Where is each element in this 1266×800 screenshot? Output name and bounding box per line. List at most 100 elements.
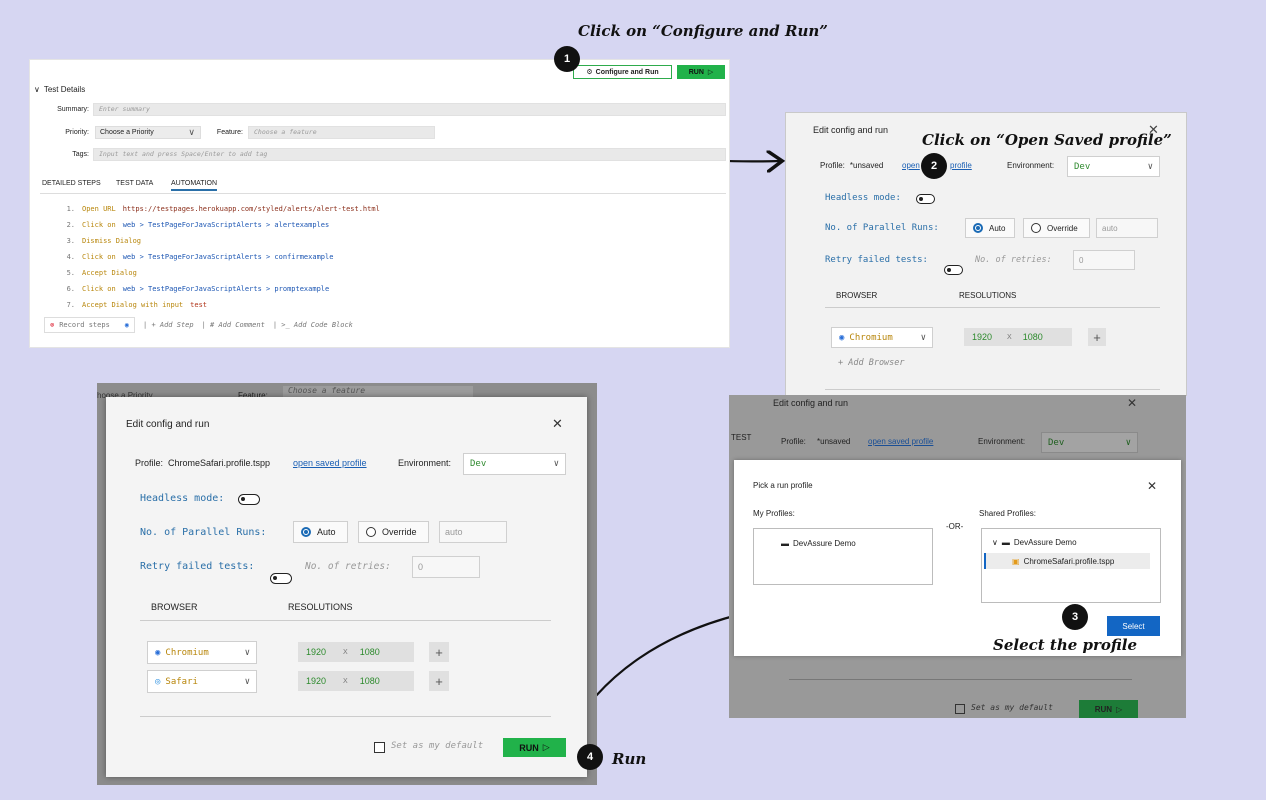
- run-button[interactable]: RUN ▷: [503, 738, 566, 757]
- step-part: Accept Dialog: [82, 269, 137, 277]
- browser-select-safari[interactable]: ◎ Safari ∨: [147, 670, 257, 693]
- chevron-down-icon: ∨: [920, 332, 926, 343]
- summary-input[interactable]: Enter summary: [93, 103, 726, 116]
- retry-label: Retry failed tests:: [140, 561, 255, 572]
- edit-config-modal: Edit config and run ✕ Profile: ChromeSaf…: [106, 397, 587, 777]
- retries-label: No. of retries:: [975, 255, 1052, 265]
- headless-toggle[interactable]: [238, 494, 260, 505]
- priority-select[interactable]: Choose a Priority ∨: [95, 126, 201, 139]
- tab-automation[interactable]: AUTOMATION: [171, 180, 218, 191]
- radio-unselected-icon: [1031, 223, 1041, 233]
- headless-toggle[interactable]: [916, 194, 935, 204]
- background-default-label: Set as my default: [971, 703, 1053, 712]
- add-code-block-link[interactable]: | >_ Add Code Block: [272, 321, 353, 329]
- headless-label: Headless mode:: [825, 193, 901, 203]
- retries-input[interactable]: 0: [1073, 250, 1135, 270]
- environment-select[interactable]: Dev ∨: [463, 453, 566, 475]
- environment-label: Environment:: [1007, 161, 1055, 170]
- background-run-button: RUN ▷: [1079, 700, 1138, 718]
- step-number: 6.: [66, 285, 75, 293]
- resolution-input-safari[interactable]: 1920 X 1080: [298, 671, 414, 691]
- chevron-down-icon: ∨: [244, 647, 250, 658]
- profile-row: Profile: ChromeSafari.profile.tspp: [135, 458, 271, 468]
- select-button[interactable]: Select: [1107, 616, 1160, 636]
- step-line[interactable]: 3.Dismiss Dialog: [63, 233, 703, 249]
- folder-icon: ▬: [1001, 538, 1010, 547]
- record-steps-button[interactable]: ⊗ Record steps ◉: [44, 317, 136, 333]
- open-saved-profile-link-end[interactable]: profile: [950, 161, 972, 170]
- modal-title: Pick a run profile: [753, 481, 813, 490]
- close-icon[interactable]: ✕: [1148, 122, 1159, 137]
- table-divider: [140, 620, 551, 621]
- tab-test-data[interactable]: TEST DATA: [116, 180, 154, 187]
- retries-label: No. of retries:: [305, 561, 391, 572]
- background-environment-select: Dev ∨: [1041, 432, 1138, 453]
- chevron-down-icon: ∨: [1125, 437, 1131, 448]
- shared-profile-folder[interactable]: ∨ ▬ DevAssure Demo: [992, 538, 1077, 547]
- pick-profile-screen: Edit config and run ✕ TEST Profile: *uns…: [729, 395, 1186, 718]
- open-saved-profile-link[interactable]: open: [902, 161, 920, 170]
- close-icon[interactable]: ✕: [552, 416, 563, 431]
- browser-select[interactable]: ◉ Chromium ∨: [831, 327, 933, 348]
- step-line[interactable]: 5.Accept Dialog: [63, 265, 703, 281]
- environment-select[interactable]: Dev ∨: [1067, 156, 1160, 177]
- step-number: 2.: [66, 221, 75, 229]
- configure-and-run-button[interactable]: ⚙ Configure and Run: [573, 65, 672, 79]
- or-separator: -OR-: [946, 522, 964, 531]
- add-resolution-button-safari[interactable]: +: [429, 671, 449, 691]
- tab-detailed-steps[interactable]: DETAILED STEPS: [42, 180, 101, 187]
- default-checkbox[interactable]: [374, 742, 385, 753]
- step-part: Open URL: [82, 205, 116, 213]
- open-saved-profile-link[interactable]: open saved profile: [293, 458, 367, 468]
- retry-toggle[interactable]: [944, 265, 963, 275]
- background-environment-label: Environment:: [978, 437, 1026, 446]
- section-header[interactable]: ∨ Test Details: [34, 85, 86, 94]
- close-icon[interactable]: ✕: [1147, 479, 1158, 493]
- parallel-runs-label: No. of Parallel Runs:: [825, 223, 939, 233]
- chrome-icon: ◉: [124, 321, 130, 329]
- chevron-down-icon: ∨: [1147, 161, 1153, 172]
- add-browser-link[interactable]: + Add Browser: [838, 358, 905, 368]
- table-divider: [825, 307, 1160, 308]
- browser-select-chromium[interactable]: ◉ Chromium ∨: [147, 641, 257, 664]
- add-step-link[interactable]: | + Add Step: [143, 321, 194, 329]
- auto-radio[interactable]: Auto: [965, 218, 1015, 238]
- retries-input[interactable]: 0: [412, 556, 480, 578]
- resolution-input-chromium[interactable]: 1920 X 1080: [298, 642, 414, 662]
- priority-label: Priority:: [65, 129, 89, 136]
- play-icon: ▷: [707, 69, 714, 76]
- override-count-input[interactable]: auto: [1096, 218, 1158, 238]
- resolution-input[interactable]: 1920 X 1080: [964, 328, 1072, 346]
- add-comment-link[interactable]: | # Add Comment: [201, 321, 265, 329]
- pick-profile-modal: Pick a run profile ✕ My Profiles: ▬ DevA…: [734, 460, 1181, 656]
- retry-toggle[interactable]: [270, 573, 292, 584]
- auto-radio[interactable]: Auto: [293, 521, 348, 543]
- override-radio[interactable]: Override: [1023, 218, 1090, 238]
- override-count-input[interactable]: auto: [439, 521, 507, 543]
- shared-profile-file[interactable]: ▣ ChromeSafari.profile.tspp: [984, 553, 1150, 569]
- footer-divider: [140, 716, 551, 717]
- radio-unselected-icon: [366, 527, 376, 537]
- step-part: Click on: [82, 253, 116, 261]
- add-resolution-button[interactable]: +: [1088, 328, 1106, 346]
- add-resolution-button-chromium[interactable]: +: [429, 642, 449, 662]
- background-profile-value: *unsaved: [817, 437, 851, 446]
- play-icon: ▷: [542, 742, 550, 752]
- chrome-icon: ◉: [155, 647, 161, 658]
- shared-profiles-list: ∨ ▬ DevAssure Demo ▣ ChromeSafari.profil…: [981, 528, 1161, 603]
- edit-config-dialog-unsaved: Edit config and run ✕ Profile: *unsaved …: [786, 113, 1186, 395]
- my-profile-folder[interactable]: ▬ DevAssure Demo: [781, 539, 856, 548]
- feature-select[interactable]: Choose a feature: [248, 126, 435, 139]
- tags-label: Tags:: [72, 151, 89, 158]
- background-footer-divider: [789, 679, 1132, 680]
- step-number: 3.: [66, 237, 75, 245]
- run-button[interactable]: RUN ▷: [677, 65, 725, 79]
- tags-input[interactable]: Input text and press Space/Enter to add …: [93, 148, 726, 161]
- override-radio[interactable]: Override: [358, 521, 429, 543]
- step-part: https://testpages.herokuapp.com/styled/a…: [122, 205, 380, 213]
